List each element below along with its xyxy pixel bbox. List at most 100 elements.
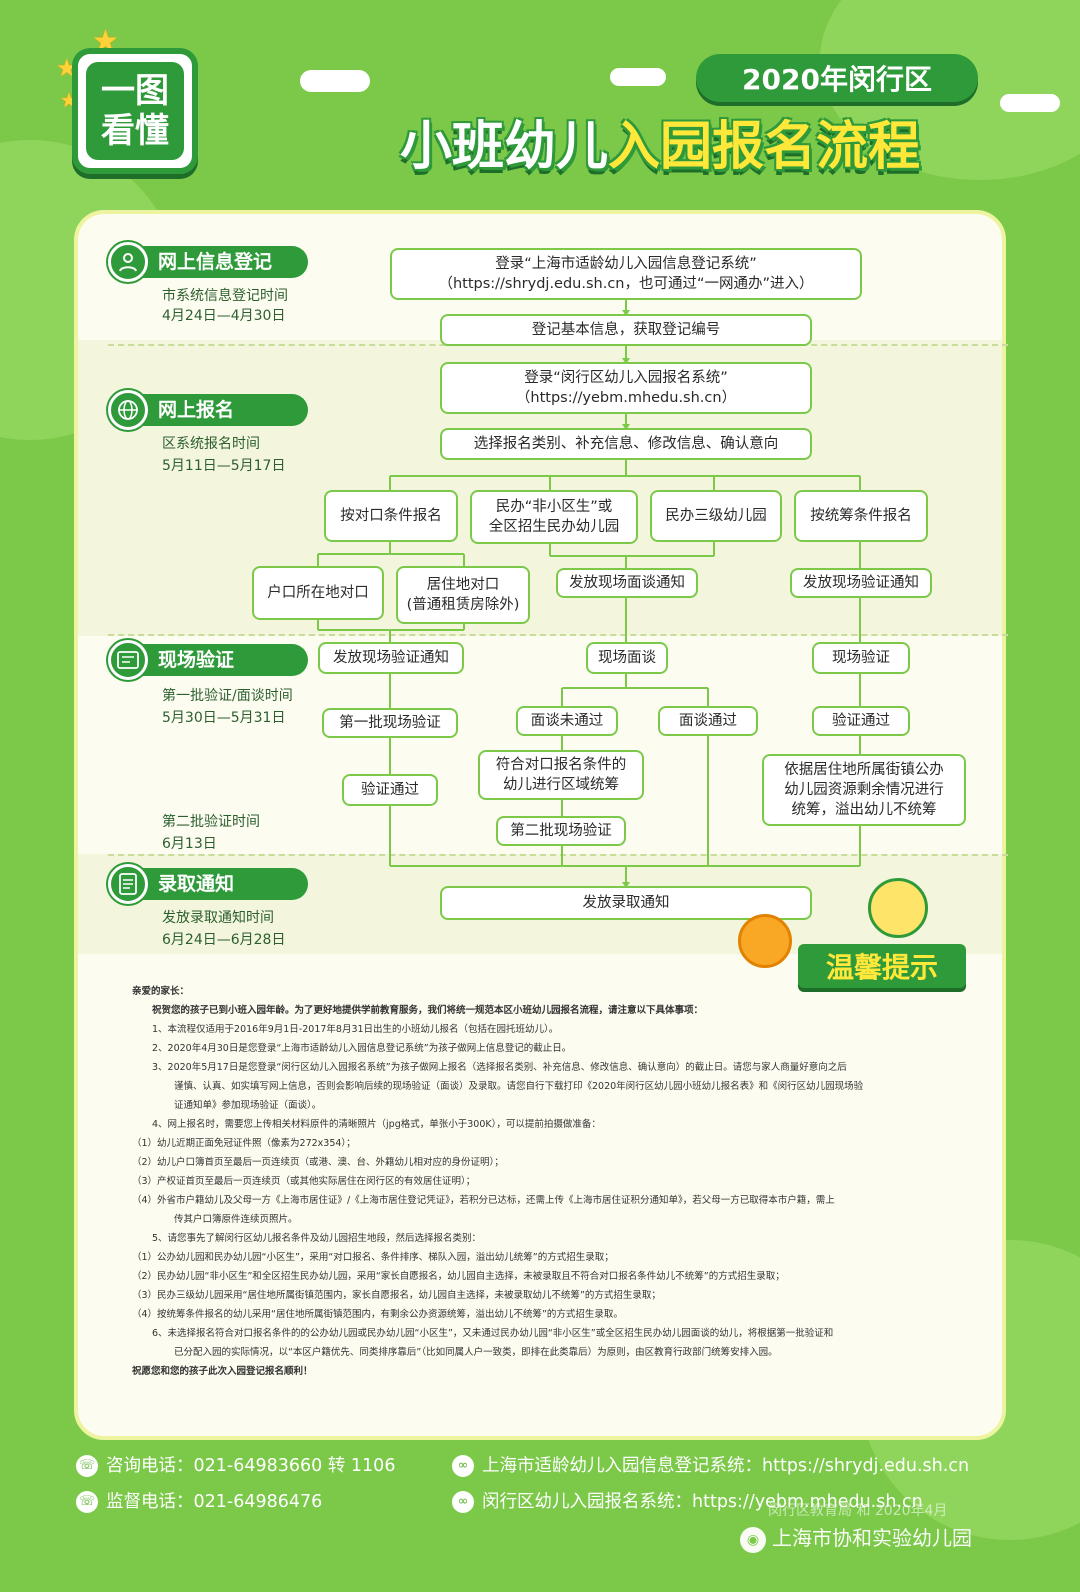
note-line: 1、本流程仅适用于2016年9月1日-2017年8月31日出生的小班幼儿报名（包… [152, 1024, 559, 1035]
step-text: （https://yebm.mhedu.sh.cn） [515, 390, 737, 406]
title-badge: 一图 看懂 [72, 48, 198, 174]
footer-row: ☏ 咨询电话：021-64983660 转 1106 [76, 1452, 1016, 1477]
note-line: 5、请您事先了解闵行区幼儿报名条件及幼儿园招生地段，然后选择报名类别： [152, 1233, 482, 1244]
step-text: 登录“闵行区幼儿入园报名系统” [524, 370, 728, 386]
step-text: （https://shrydj.edu.sh.cn，也可通过“一网通办”进入） [438, 276, 814, 292]
apply-system-link[interactable]: 闵行区幼儿入园报名系统：https://yebm.mhedu.sh.cn [482, 1492, 923, 1512]
tips-title: 温馨提示 [798, 944, 966, 988]
divider [108, 854, 1008, 856]
option-overall-apply: 按统筹条件报名 [794, 490, 928, 542]
watermark: 闵行区教育局 和 2020年4月 ◉上海市协和实验幼儿园 [740, 1503, 972, 1553]
step-text: 全区招生民办幼儿园 [488, 519, 620, 535]
wechat-icon: ◉ [740, 1526, 766, 1553]
note-line: （4）按统筹条件报名的幼儿采用“居住地所属街镇范围内，有剩余公办资源统筹，溢出幼… [132, 1309, 623, 1320]
note-line: 祝愿您和您的孩子此次入园登记报名顺利！ [132, 1366, 313, 1377]
note-line: （4）外省市户籍幼儿及父母一方《上海市居住证》/《上海市居住登记凭证》，若积分已… [132, 1195, 835, 1206]
stage-time-label: 区系统报名时间 [162, 436, 260, 452]
stage-label: 现场验证 [138, 644, 308, 676]
footer-row: ☏监督电话：021-64986476 [76, 1488, 1016, 1513]
note-line: 4、网上报名时，需要您上传相关材料原件的清晰照片（jpg格式，单张小于300K）… [152, 1119, 601, 1130]
option-private-level3: 民办三级幼儿园 [650, 490, 782, 542]
step-district-coordination: 符合对口报名条件的幼儿进行区域统筹 [478, 750, 644, 800]
step-register-info: 登记基本信息，获取登记编号 [440, 314, 812, 346]
note-line: 证通知单》参加现场验证（面谈）。 [174, 1100, 322, 1111]
note-line: （2）民办幼儿园“非小区生”和全区招生民办幼儿园，采用“家长自愿报名，幼儿园自主… [132, 1271, 785, 1282]
option-hukou-local: 户口所在地对口 [252, 566, 384, 620]
tips-notes: 亲爱的家长： 祝贺您的孩子已到小班入园年龄。为了更好地提供学前教育服务，我们将统… [132, 982, 972, 1381]
badge-line: 看懂 [101, 111, 169, 151]
step-second-verify: 第二批现场验证 [496, 816, 626, 846]
step-text: 居住地对口 [426, 577, 500, 593]
note-line: 传其户口簿原件连续页照片。 [174, 1214, 298, 1225]
note-line: 祝贺您的孩子已到小班入园年龄。为了更好地提供学前教育服务，我们将统一规范本区小班… [152, 1005, 704, 1016]
step-onsite-verify: 现场验证 [812, 642, 910, 674]
note-line: 3、2020年5月17日是您登录“闵行区幼儿入园报名系统”为孩子做网上报名（选择… [152, 1062, 847, 1073]
note-line: 已分配入园的实际情况，以“本区户籍优先、同类排序靠后”（比如同属人户一致类，即排… [174, 1347, 778, 1358]
step-interview: 现场面谈 [586, 642, 668, 674]
step-verify-notice: 发放现场验证通知 [790, 568, 932, 598]
link-icon: ∞ [452, 1491, 474, 1513]
lightbulb-icon [868, 878, 928, 938]
title-part-highlight: 入园报名流程 [608, 117, 921, 177]
step-interview-pass: 面谈通过 [658, 706, 758, 736]
step-street-coordination: 依据居住地所属街镇公办幼儿园资源剩余情况进行统筹，溢出幼儿不统筹 [762, 754, 966, 826]
watermark-text: 上海市协和实验幼儿园 [772, 1526, 972, 1550]
footer-row: ∞ 上海市适龄幼儿入园信息登记系统：https://shrydj.edu.sh.c… [452, 1452, 1012, 1477]
note-line: （2）幼儿户口簿首页至最后一页连续页（或港、澳、台、外籍幼儿相对应的身份证明）； [132, 1157, 504, 1168]
stage-time: 4月24日—4月30日 [162, 308, 286, 324]
stage-time-label: 市系统信息登记时间 [162, 288, 288, 304]
step-text: 统筹，溢出幼儿不统筹 [791, 802, 937, 818]
year-pill: 2020年闵行区 [696, 54, 978, 102]
note-line: （1）公办幼儿园和民办幼儿园“小区生”，采用“对口报名、条件排序、梯队入园，溢出… [132, 1252, 614, 1263]
note-line: 亲爱的家长： [132, 986, 190, 997]
cloud-icon [610, 68, 666, 86]
step-login-apply-system: 登录“闵行区幼儿入园报名系统” （https://yebm.mhedu.sh.cn… [440, 362, 812, 414]
step-text: 依据居住地所属街镇公办 [784, 762, 944, 778]
cloud-icon [300, 70, 370, 92]
step-choose-category: 选择报名类别、补充信息、修改信息、确认意向 [440, 428, 812, 460]
register-system-link[interactable]: 上海市适龄幼儿入园信息登记系统：https://shrydj.edu.sh.cn [482, 1456, 970, 1476]
note-line: （3）民办三级幼儿园采用“居住地所属街镇范围内，家长自愿报名，幼儿园自主选择，未… [132, 1290, 661, 1301]
stage-time-label: 第二批验证时间 [162, 814, 260, 830]
note-line: 6、未选择报名符合对口报名条件的的公办幼儿园或民办幼儿园“小区生”，又未通过民办… [152, 1328, 834, 1339]
document-icon [108, 864, 148, 904]
step-verify-notice: 发放现场验证通知 [318, 642, 464, 674]
stage-time-label: 第一批验证/面谈时间 [162, 688, 293, 704]
content-panel: 网上信息登记 市系统信息登记时间 4月24日—4月30日 网上报名 区系统报名时… [74, 210, 1008, 1440]
stage-time: 5月30日—5月31日 [162, 710, 286, 726]
watermark-faint: 闵行区教育局 和 2020年4月 [768, 1503, 948, 1519]
step-text: 登录“上海市适龄幼儿入园信息登记系统” [495, 256, 757, 272]
stage-time: 6月13日 [162, 836, 217, 852]
note-line: 2、2020年4月30日是您登录“上海市适龄幼儿入园信息登记系统”为孩子做网上信… [152, 1043, 572, 1054]
consult-phone: 咨询电话：021-64983660 转 1106 [106, 1456, 396, 1476]
stage-time-label: 发放录取通知时间 [162, 910, 274, 926]
title-part: 小班幼儿 [400, 117, 609, 177]
phone-icon: ☏ [76, 1455, 98, 1477]
chick-icon [738, 914, 792, 968]
note-line: （3）产权证首页至最后一页连续页（或其他实际居住在闵行区的有效居住证明）； [132, 1176, 476, 1187]
link-icon: ∞ [452, 1455, 474, 1477]
flow-connectors [317, 298, 861, 888]
step-text: 民办“非小区生”或 [495, 499, 613, 515]
stage-label: 网上信息登记 [138, 246, 308, 278]
step-text: (普通租赁房除外) [406, 597, 520, 613]
stage-label: 录取通知 [138, 868, 308, 900]
page-title: 小班幼儿入园报名流程 [400, 112, 1000, 182]
stage-time: 5月11日—5月17日 [162, 458, 286, 474]
stage-label: 网上报名 [138, 394, 308, 426]
person-icon [108, 242, 148, 282]
option-private-nonlocal: 民办“非小区生”或全区招生民办幼儿园 [470, 490, 638, 544]
step-text: 幼儿园资源剩余情况进行 [784, 782, 944, 798]
step-interview-notice: 发放现场面谈通知 [556, 568, 698, 598]
step-verify-pass: 验证通过 [342, 774, 438, 806]
stage-time: 6月24日—6月28日 [162, 932, 286, 948]
step-login-register-system: 登录“上海市适龄幼儿入园信息登记系统” （https://shrydj.edu.s… [390, 248, 862, 300]
note-line: （1）幼儿近期正面免冠证件照（像素为272x354）； [132, 1138, 356, 1149]
supervise-phone: 监督电话：021-64986476 [106, 1492, 323, 1512]
badge-line: 一图 [101, 71, 169, 111]
option-local-apply: 按对口条件报名 [324, 490, 458, 542]
cloud-icon [1000, 94, 1060, 112]
step-first-verify: 第一批现场验证 [322, 708, 458, 738]
step-verify-pass: 验证通过 [812, 706, 910, 736]
